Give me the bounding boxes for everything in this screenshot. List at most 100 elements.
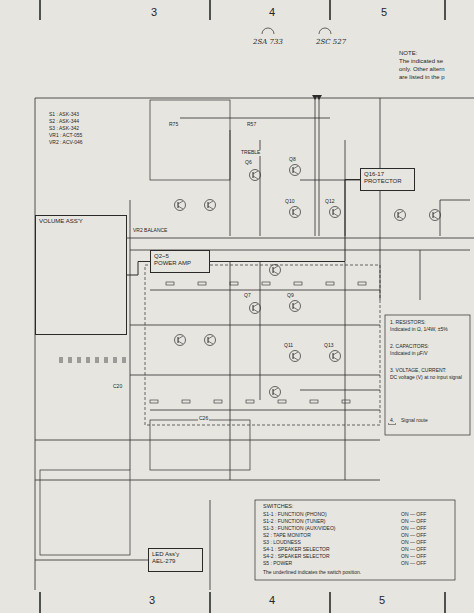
grid-marker: 4 <box>268 6 276 19</box>
transistor-base <box>178 202 179 208</box>
resistor-symbol <box>198 282 206 285</box>
schematic-label: R75 <box>168 122 179 128</box>
schematic-label: NOTE: <box>398 50 418 57</box>
schematic-label: S4-1 : SPEAKER SELECTOR <box>262 547 331 553</box>
grid-marker: 4 <box>268 594 276 607</box>
transistor-collector <box>273 388 278 391</box>
block-box: Q16-17PROTECTOR <box>360 168 415 191</box>
transistor-symbol <box>290 301 301 312</box>
capacitor-plate <box>96 357 97 363</box>
column-tick <box>209 592 211 613</box>
transistor-collector <box>178 201 183 204</box>
transistor-symbol <box>205 200 216 211</box>
schematic-label: SWITCHES: <box>262 503 295 509</box>
transistor-collector <box>333 352 338 355</box>
transistor-emitter <box>398 216 403 219</box>
transistor-base <box>273 267 274 273</box>
column-tick <box>39 0 41 20</box>
resistor-symbol <box>182 400 190 403</box>
transistor-emitter <box>253 309 258 312</box>
column-tick <box>444 0 446 20</box>
notes-frame <box>385 315 470 435</box>
grid-marker: 5 <box>380 6 388 19</box>
schematic-label: S3 : ASK-342 <box>48 126 80 132</box>
transistor-base <box>293 167 294 173</box>
capacitor-plate <box>105 357 106 363</box>
transistor-emitter <box>293 357 298 360</box>
column-tick <box>329 0 331 20</box>
transistor-sketch <box>319 28 331 34</box>
transistor-emitter <box>178 341 183 344</box>
resistor-symbol <box>214 400 222 403</box>
resistor-symbol <box>310 400 318 403</box>
capacitor-plate <box>98 357 99 363</box>
transistor-symbol <box>430 210 441 221</box>
grid-marker: 3 <box>148 594 156 607</box>
transistor-base <box>398 212 399 218</box>
schematic-label: only. Other altern <box>398 66 446 73</box>
schematic-label: ON — OFF <box>400 547 427 553</box>
schematic-label: S1-2 : FUNCTION (TUNER) <box>262 519 327 525</box>
schematic-label: Indicated in µF/V <box>389 351 429 357</box>
transistor-emitter <box>178 206 183 209</box>
tone-control-block <box>150 100 230 180</box>
wire <box>35 98 36 590</box>
schematic-label: ON — OFF <box>400 533 427 539</box>
transistor-emitter <box>333 357 338 360</box>
transistor-emitter <box>293 171 298 174</box>
capacitor-plate <box>87 357 88 363</box>
schematic-label: Q8 <box>288 157 297 163</box>
transistor-symbol <box>270 265 281 276</box>
schematic-label: 3. VOLTAGE, CURRENT: <box>389 368 448 374</box>
wire <box>380 98 381 300</box>
transistor-symbol <box>290 207 301 218</box>
connector <box>127 262 150 276</box>
schematic-label: S2 : ASK-344 <box>48 119 80 125</box>
transistor-symbol <box>395 210 406 221</box>
schematic-label: ON — OFF <box>400 519 427 525</box>
schematic-label: DC voltage (V) at no input signal <box>389 375 463 381</box>
block-title: LED Ass'y <box>152 551 199 558</box>
capacitor-plate <box>123 357 124 363</box>
capacitor-plate <box>69 357 70 363</box>
capacitor-plate <box>114 357 115 363</box>
wire <box>260 262 261 400</box>
block-title: Q2~5 <box>154 253 206 260</box>
transistor-symbol <box>250 170 261 181</box>
schematic-label: Q12 <box>324 199 335 205</box>
wire <box>130 200 131 470</box>
transistor-collector <box>398 211 403 214</box>
schematic-label: Q11 <box>283 343 294 349</box>
block-title: VOLUME ASS'Y <box>39 218 123 225</box>
power-supply-block <box>150 420 250 470</box>
transistor-collector <box>273 266 278 269</box>
schematic-label: ON — OFF <box>400 554 427 560</box>
schematic-label: Q10 <box>284 199 295 205</box>
block-subtitle: PROTECTOR <box>364 178 411 185</box>
schematic-label: S5 : POWER <box>262 561 293 567</box>
column-tick <box>209 0 211 20</box>
capacitor-plate <box>62 357 63 363</box>
wire <box>440 200 470 201</box>
transistor-collector <box>293 208 298 211</box>
wire <box>420 250 421 300</box>
schematic-label: R57 <box>246 122 257 128</box>
schematic-label: S1-1 : FUNCTION (PHONO) <box>262 512 328 518</box>
transistor-symbol <box>175 335 186 346</box>
resistor-symbol <box>342 400 350 403</box>
transistor-base <box>253 305 254 311</box>
schematic-label: ON — OFF <box>400 540 427 546</box>
wire <box>345 262 346 480</box>
schematic-label: ON — OFF <box>400 512 427 518</box>
transistor-symbol <box>250 303 261 314</box>
wire <box>230 262 231 480</box>
resistor-symbol <box>278 400 286 403</box>
schematic-label: S1 : ASK-343 <box>48 112 80 118</box>
block-subtitle: POWER AMP <box>154 260 206 267</box>
resistor-symbol <box>326 282 334 285</box>
transistor-emitter <box>293 307 298 310</box>
wire <box>150 410 380 411</box>
transistor-collector <box>293 302 298 305</box>
transistor-emitter <box>433 216 438 219</box>
schematic-label: 1. RESISTORS: <box>389 320 427 326</box>
